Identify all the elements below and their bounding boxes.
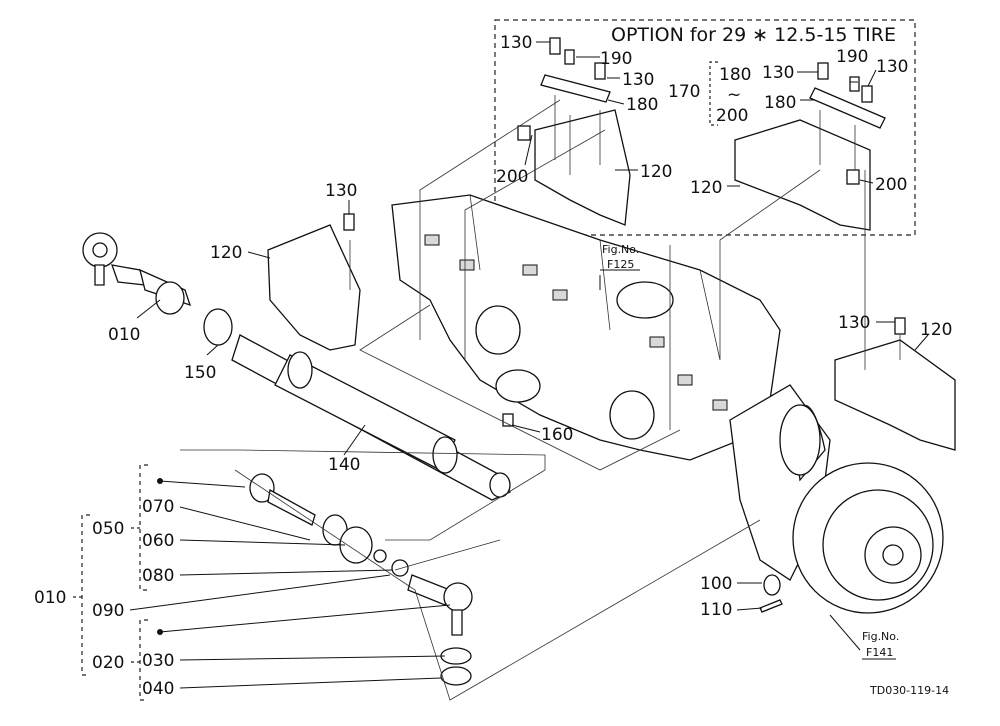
label-010-left: 010	[34, 588, 66, 608]
label-180-range-top: 180	[719, 65, 751, 85]
label-130-e: 130	[325, 181, 357, 201]
shield-option-right	[734, 119, 871, 231]
label-070: 070	[142, 497, 174, 517]
label-190-b: 190	[836, 47, 868, 67]
nut-200-b	[846, 169, 860, 185]
label-140: 140	[328, 455, 360, 475]
bolt-130-f	[894, 317, 906, 335]
label-200-a: 200	[496, 167, 528, 187]
label-090: 090	[92, 601, 124, 621]
label-130-c: 130	[762, 63, 794, 83]
fig-ref-f141-line2: F141	[866, 646, 893, 659]
shield-left	[267, 224, 361, 351]
shield-option-left	[534, 109, 631, 226]
bolt-190-b	[849, 76, 860, 92]
label-120-d: 120	[920, 320, 952, 340]
assembly-lines	[180, 95, 901, 701]
label-020: 020	[92, 653, 124, 673]
label-010-top: 010	[108, 325, 140, 345]
tie-rod-lower	[249, 473, 473, 686]
tie-rod-upper	[82, 232, 233, 346]
fig-ref-f125-line2: F125	[607, 258, 634, 271]
label-200-range-bottom: 200	[716, 106, 748, 126]
grouping-brackets	[72, 61, 718, 701]
label-range-tilde: ~	[727, 85, 741, 105]
bolt-130-e	[343, 213, 355, 231]
label-180-b: 180	[764, 93, 796, 113]
label-120-c: 120	[210, 243, 242, 263]
label-160: 160	[541, 425, 573, 445]
part-100	[763, 574, 781, 596]
label-110: 110	[700, 600, 732, 620]
steering-cylinder	[231, 334, 511, 501]
plate-180-a	[540, 74, 611, 103]
plate-180-b	[809, 87, 886, 129]
final-drive-hub	[729, 384, 944, 614]
bolt-130-b	[594, 62, 606, 80]
label-030: 030	[142, 651, 174, 671]
leader-lines	[129, 41, 929, 689]
fig-ref-f125-line1: Fig.No.	[602, 243, 639, 256]
axle-housing	[391, 194, 781, 461]
label-190-a: 190	[600, 49, 632, 69]
shield-right	[834, 339, 956, 451]
label-130-b: 130	[622, 70, 654, 90]
label-200-b: 200	[875, 175, 907, 195]
bolt-130-d	[861, 85, 873, 103]
label-060: 060	[142, 531, 174, 551]
label-130-f: 130	[838, 313, 870, 333]
pin-110	[759, 599, 783, 613]
label-150: 150	[184, 363, 216, 383]
label-100: 100	[700, 574, 732, 594]
label-130-d: 130	[876, 57, 908, 77]
label-130-a: 130	[500, 33, 532, 53]
bolt-160	[502, 413, 514, 427]
label-180-a: 180	[626, 95, 658, 115]
bolt-130-a	[549, 37, 561, 55]
label-050: 050	[92, 519, 124, 539]
label-080: 080	[142, 566, 174, 586]
label-120-a: 120	[640, 162, 672, 182]
option-title: OPTION for 29 ∗ 12.5-15 TIRE	[611, 24, 896, 46]
label-170: 170	[668, 82, 700, 102]
label-120-b: 120	[690, 178, 722, 198]
bolt-190-a	[564, 49, 575, 65]
nut-200-a	[517, 125, 531, 141]
label-040: 040	[142, 679, 174, 699]
drawing-id: TD030-119-14	[869, 684, 949, 697]
option-box	[494, 19, 916, 236]
bolt-130-c	[817, 62, 829, 80]
fig-ref-f141-line1: Fig.No.	[862, 630, 899, 643]
